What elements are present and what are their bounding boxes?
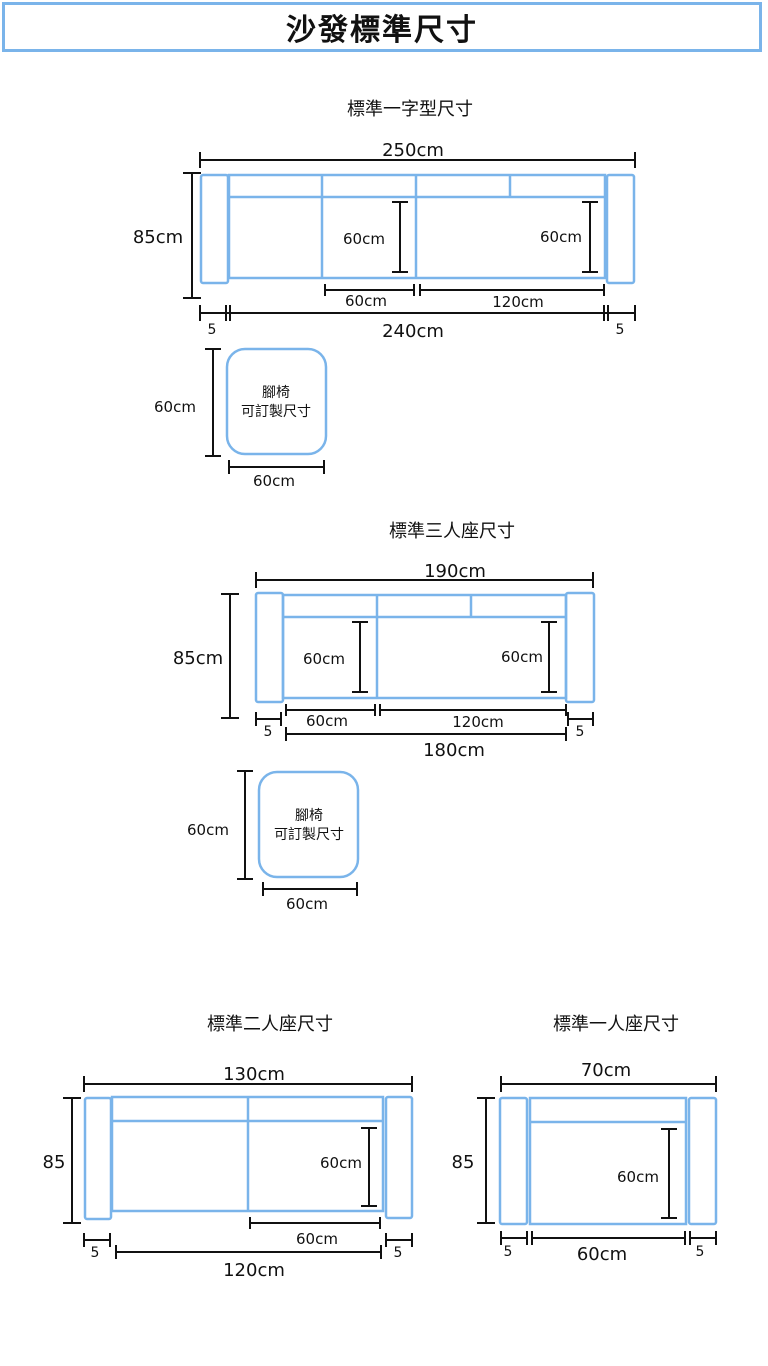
dim-height: 85cm xyxy=(173,648,223,669)
armrest-right xyxy=(605,173,636,285)
dim-inner-width: 60cm xyxy=(577,1244,627,1265)
sofa-outline xyxy=(254,591,596,704)
armrest-left xyxy=(199,173,230,285)
dim-armrest: 5 xyxy=(208,322,217,338)
armrest-right xyxy=(687,1096,718,1226)
dim-armrest: 5 xyxy=(394,1245,403,1261)
section-three-seat: 標準三人座尺寸 xyxy=(173,521,596,913)
dim-armrest: 5 xyxy=(576,724,585,740)
dim-total-width: 70cm xyxy=(581,1060,631,1081)
ottoman: 腳椅 可訂製尺寸 60cm 60cm xyxy=(154,347,328,490)
dim-height: 85 xyxy=(452,1152,475,1173)
section-heading: 標準二人座尺寸 xyxy=(207,1014,333,1035)
dim-seat-depth: 60cm xyxy=(303,650,345,668)
section-heading: 標準一人座尺寸 xyxy=(553,1014,679,1035)
dim-segment: 60cm xyxy=(296,1230,338,1248)
dim-total-width: 250cm xyxy=(382,140,444,161)
dim-height: 85cm xyxy=(133,227,183,248)
dim-seat-depth: 60cm xyxy=(320,1154,362,1172)
dim-armrest: 5 xyxy=(696,1244,705,1260)
page-title: 沙發標準尺寸 xyxy=(286,13,478,48)
dim-total-width: 130cm xyxy=(223,1064,285,1085)
sofa-body xyxy=(281,593,568,700)
section-heading: 標準三人座尺寸 xyxy=(389,521,515,542)
armrest-right xyxy=(564,591,596,704)
ottoman-label: 可訂製尺寸 xyxy=(274,827,344,843)
ottoman-label: 腳椅 xyxy=(262,385,290,401)
sofa-outline xyxy=(199,173,636,285)
dim-ottoman-width: 60cm xyxy=(286,895,328,913)
dim-seat-depth: 60cm xyxy=(540,228,582,246)
armrest-left xyxy=(498,1096,529,1226)
dim-segment: 60cm xyxy=(306,712,348,730)
dim-segment: 120cm xyxy=(452,713,504,731)
armrest-left xyxy=(83,1096,113,1221)
section-two-seat: 標準二人座尺寸 130cm 85 60cm 60cm xyxy=(43,1014,414,1281)
dim-segment: 60cm xyxy=(345,292,387,310)
section-one-line: 標準一字型尺寸 xyxy=(133,99,636,490)
section-one-seat: 標準一人座尺寸 70cm 85 60cm 5 60cm 5 xyxy=(452,1014,718,1265)
ottoman-label: 可訂製尺寸 xyxy=(241,404,311,420)
dim-seat-depth: 60cm xyxy=(617,1168,659,1186)
dim-seat-depth: 60cm xyxy=(501,648,543,666)
dim-armrest: 5 xyxy=(264,724,273,740)
dim-armrest: 5 xyxy=(504,1244,513,1260)
dim-inner-width: 180cm xyxy=(423,740,485,761)
dimension-lines xyxy=(183,152,636,321)
section-heading: 標準一字型尺寸 xyxy=(347,99,473,120)
dim-ottoman-height: 60cm xyxy=(154,398,196,416)
dim-seat-depth: 60cm xyxy=(343,230,385,248)
dim-ottoman-width: 60cm xyxy=(253,472,295,490)
ottoman: 腳椅 可訂製尺寸 60cm 60cm xyxy=(187,770,360,913)
dim-armrest: 5 xyxy=(616,322,625,338)
sofa-outline xyxy=(498,1096,718,1226)
dimension-lines xyxy=(477,1076,717,1245)
dim-segment: 120cm xyxy=(492,293,544,311)
ottoman-label: 腳椅 xyxy=(295,808,323,824)
dimension-lines xyxy=(221,572,594,741)
dim-inner-width: 120cm xyxy=(223,1260,285,1281)
dim-armrest: 5 xyxy=(91,1245,100,1261)
armrest-left xyxy=(254,591,285,704)
sofa-outline xyxy=(83,1095,414,1221)
armrest-right xyxy=(384,1095,414,1220)
dim-total-width: 190cm xyxy=(424,561,486,582)
sofa-body xyxy=(528,1096,688,1226)
title-bar: 沙發標準尺寸 xyxy=(2,2,762,52)
dim-height: 85 xyxy=(43,1152,66,1173)
dim-ottoman-height: 60cm xyxy=(187,821,229,839)
dimension-lines xyxy=(63,1076,413,1259)
dim-inner-width: 240cm xyxy=(382,321,444,342)
